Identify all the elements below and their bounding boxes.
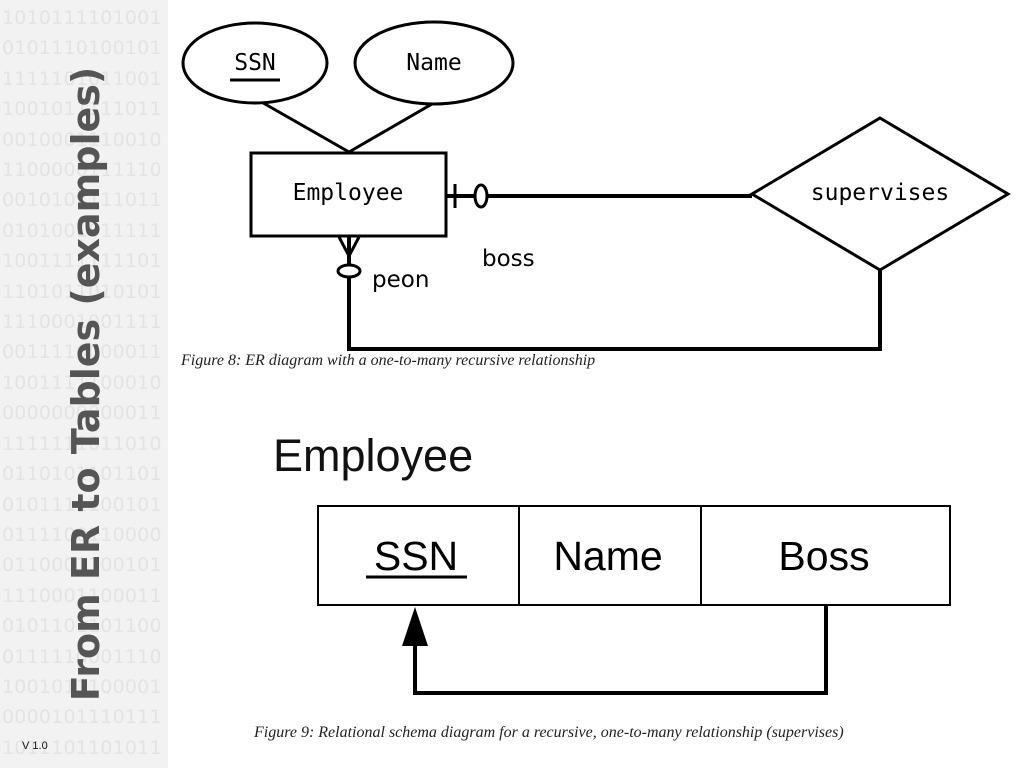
foreign-key-arrowhead — [402, 607, 428, 646]
version-label: V 1.0 — [22, 740, 48, 752]
foreign-key-arrow-line — [413, 605, 828, 695]
name-attribute — [353, 20, 515, 106]
peon-crowfoot-left — [337, 236, 351, 257]
schema-column-ssn: SSN — [374, 533, 458, 579]
schema-table-name: Employee — [273, 430, 474, 481]
boss-optional-circle — [473, 183, 489, 209]
peon-optional-circle — [336, 263, 362, 279]
ssn-connector — [257, 98, 350, 154]
sidebar-panel: 1010111101001 0101110100101 111110101100… — [0, 0, 168, 768]
name-connector — [348, 102, 433, 154]
figure-8-caption: Figure 8: ER diagram with a one-to-many … — [181, 352, 596, 369]
supervises-relationship-label: supervises — [811, 180, 949, 206]
ssn-attribute — [181, 21, 329, 105]
binary-background-pattern: 1010111101001 0101110100101 111110101100… — [2, 7, 162, 759]
name-attribute-label: Name — [406, 50, 461, 76]
schema-table — [317, 505, 951, 606]
boss-role-label: boss — [482, 246, 535, 272]
peon-role-label: peon — [372, 267, 429, 293]
schema-column-name: Name — [553, 533, 662, 579]
schema-column-boss: Boss — [778, 533, 869, 579]
figure-9-caption: Figure 9: Relational schema diagram for … — [254, 724, 844, 741]
employee-entity-label: Employee — [293, 180, 404, 206]
peon-crowfoot-right — [347, 236, 361, 257]
peon-relationship-line — [347, 236, 882, 351]
ssn-attribute-label: SSN — [234, 50, 276, 76]
